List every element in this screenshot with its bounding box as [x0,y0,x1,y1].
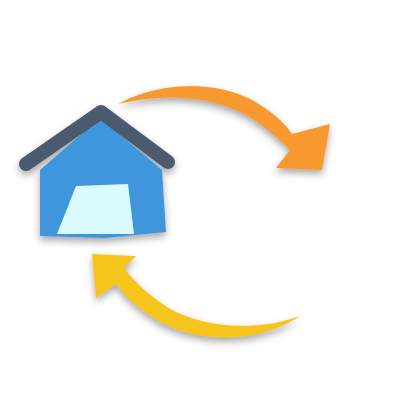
curved-arrow-left-icon [92,254,300,338]
orange-arrow [118,86,330,170]
house-roof [19,105,175,171]
house-icon [19,105,175,238]
house-doorway [57,184,134,234]
yellow-arrow [92,254,300,338]
curved-arrow-right-icon [118,86,330,170]
